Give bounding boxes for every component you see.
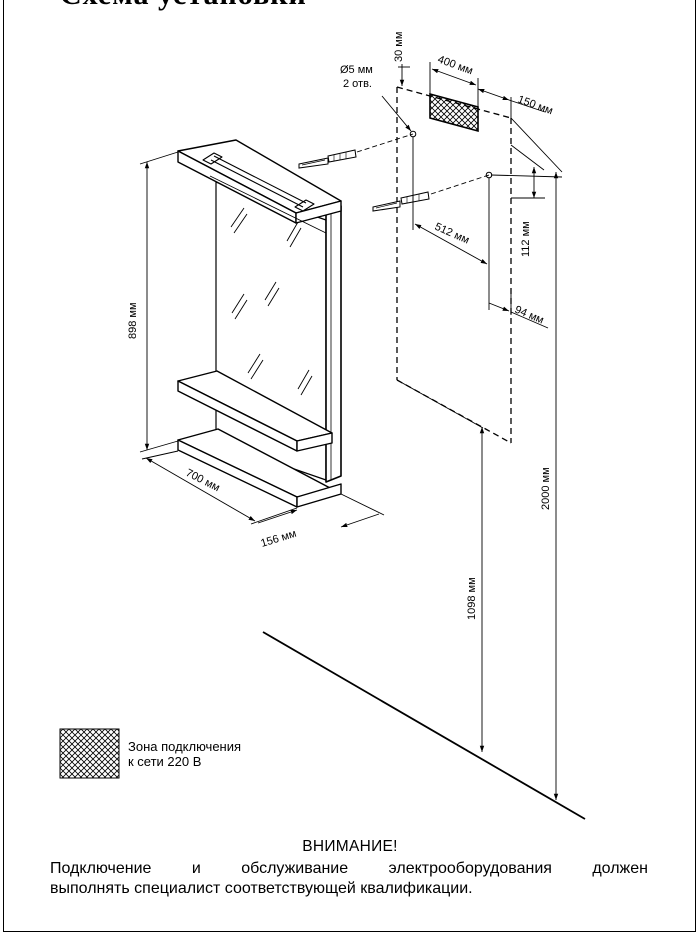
dim-floor-to-bottom: 1098 мм [466, 577, 478, 620]
lamp-fixture [202, 152, 315, 212]
dim-mirror-height: 898 мм [127, 302, 139, 339]
wall-dimensions [381, 62, 563, 800]
shelf-middle-side [296, 432, 333, 452]
dim-hole-count: 2 отв. [343, 78, 372, 90]
dim-hole-drop: 112 мм [520, 221, 532, 257]
dim-floor-to-top: 2000 мм [540, 467, 552, 510]
legend-line-1: Зона подключения [128, 739, 242, 754]
page-title: Схема установки [60, 0, 307, 12]
dim-cabinet-width: 700 мм [184, 467, 222, 494]
dim-hole-side: 94 мм [513, 304, 546, 327]
floor-line [262, 631, 586, 820]
socket-zone [429, 92, 479, 133]
warning-title: ВНИМАНИЕ! [302, 838, 398, 855]
warning-line-1: Подключение и обслуживание электрооборуд… [50, 860, 648, 877]
screw-lower [372, 174, 490, 212]
page-frame [3, 0, 696, 932]
legend-line-2: к сети 220 В [128, 754, 202, 769]
mirror-reflections [230, 207, 313, 396]
legend: Зона подключения к сети 220 В [128, 739, 241, 769]
mounting-hole-right [485, 171, 493, 179]
warning-text: Подключение и обслуживание электрооборуд… [50, 859, 648, 899]
dim-socket-offset: 150 мм [516, 94, 554, 118]
legend-swatch [59, 728, 120, 779]
mirror-cabinet [177, 139, 342, 508]
dim-cabinet-depth: 156 мм [259, 528, 297, 550]
mounting-screws [298, 133, 490, 212]
dim-gap-top: 30 мм [393, 32, 405, 62]
dim-hole-spec: Ø5 мм [340, 64, 373, 76]
dim-socket-width: 400 мм [436, 54, 474, 78]
cabinet-dimensions [139, 151, 385, 528]
canopy-side [295, 200, 342, 224]
screw-upper [298, 133, 414, 169]
dim-hole-spacing: 512 мм [433, 221, 471, 247]
warning-line-2: выполнять специалист соответствующей ква… [50, 880, 473, 897]
